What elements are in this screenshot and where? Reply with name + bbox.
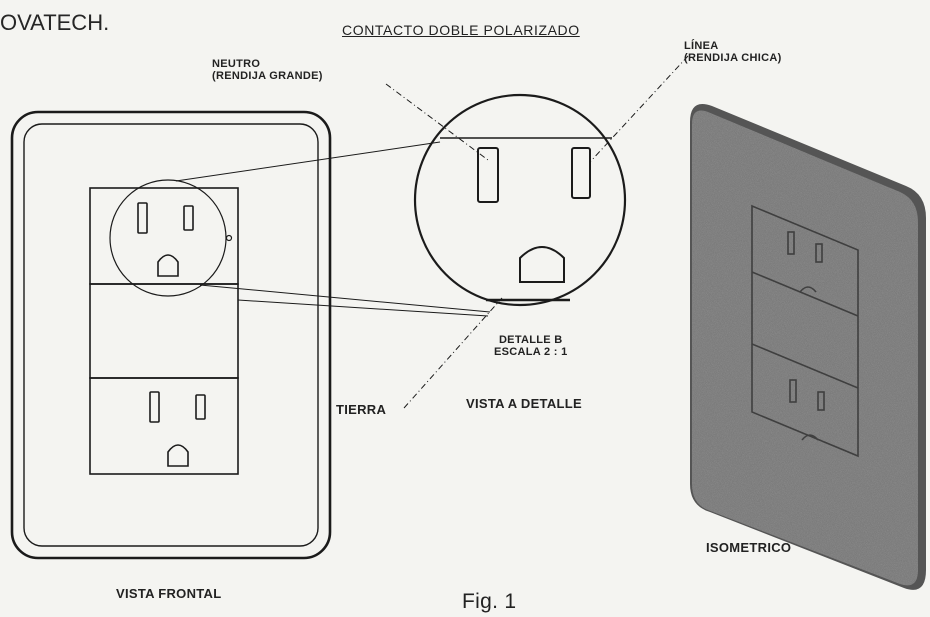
screw-dot (225, 234, 233, 242)
detail-b-circle (109, 179, 227, 297)
detail-line-slot (571, 147, 591, 199)
lower-ground-hole (167, 444, 189, 467)
lower-outlet-frame (89, 377, 239, 475)
lower-neutral-slot (149, 391, 160, 423)
company-name: OVATECH. (0, 10, 110, 35)
detail-ground-hole (519, 246, 565, 283)
projection-line-top (175, 141, 441, 182)
linea-label: LÍNEA (RENDIJA CHICA) (684, 40, 782, 64)
drawing-title: CONTACTO DOBLE POLARIZADO (342, 22, 580, 38)
detail-neutral-slot (477, 147, 499, 203)
upper-neutral-slot (137, 202, 148, 234)
lower-line-slot (195, 394, 206, 420)
linea-label-line1: LÍNEA (684, 40, 719, 52)
isometrico-label: ISOMETRICO (706, 540, 792, 555)
detalle-label-line2: ESCALA 2 : 1 (494, 346, 568, 358)
tierra-label: TIERRA (336, 402, 387, 417)
upper-line-slot (183, 205, 194, 231)
detalle-label: DETALLE B ESCALA 2 : 1 (494, 334, 567, 358)
front-plate-inner (23, 123, 319, 547)
front-plate-outer (10, 110, 332, 560)
neutro-label-line1: NEUTRO (212, 58, 261, 70)
detalle-label-line1: DETALLE B (498, 334, 563, 346)
linea-label-line2: (RENDIJA CHICA) (684, 52, 782, 64)
neutro-label: NEUTRO (RENDIJA GRANDE) (212, 58, 323, 82)
projection-line-bottom (199, 284, 491, 313)
iso-outlet-frame (751, 204, 859, 458)
tierra-leader (403, 297, 503, 409)
upper-ground-hole (157, 254, 179, 277)
upper-outlet-frame (89, 187, 239, 285)
projection-line-bottom-2 (237, 299, 489, 317)
neutro-label-line2: (RENDIJA GRANDE) (212, 70, 323, 82)
detail-circle (413, 93, 627, 307)
neutro-leader (385, 83, 489, 161)
isometric-view (690, 104, 926, 590)
vista-frontal-label: VISTA FRONTAL (116, 586, 222, 601)
middle-blank-frame (89, 283, 239, 379)
vista-detalle-label: VISTA A DETALLE (466, 396, 582, 411)
detail-view (175, 55, 689, 409)
front-view (10, 110, 332, 560)
figure-caption: Fig. 1 (462, 590, 517, 613)
linea-leader (589, 55, 689, 163)
